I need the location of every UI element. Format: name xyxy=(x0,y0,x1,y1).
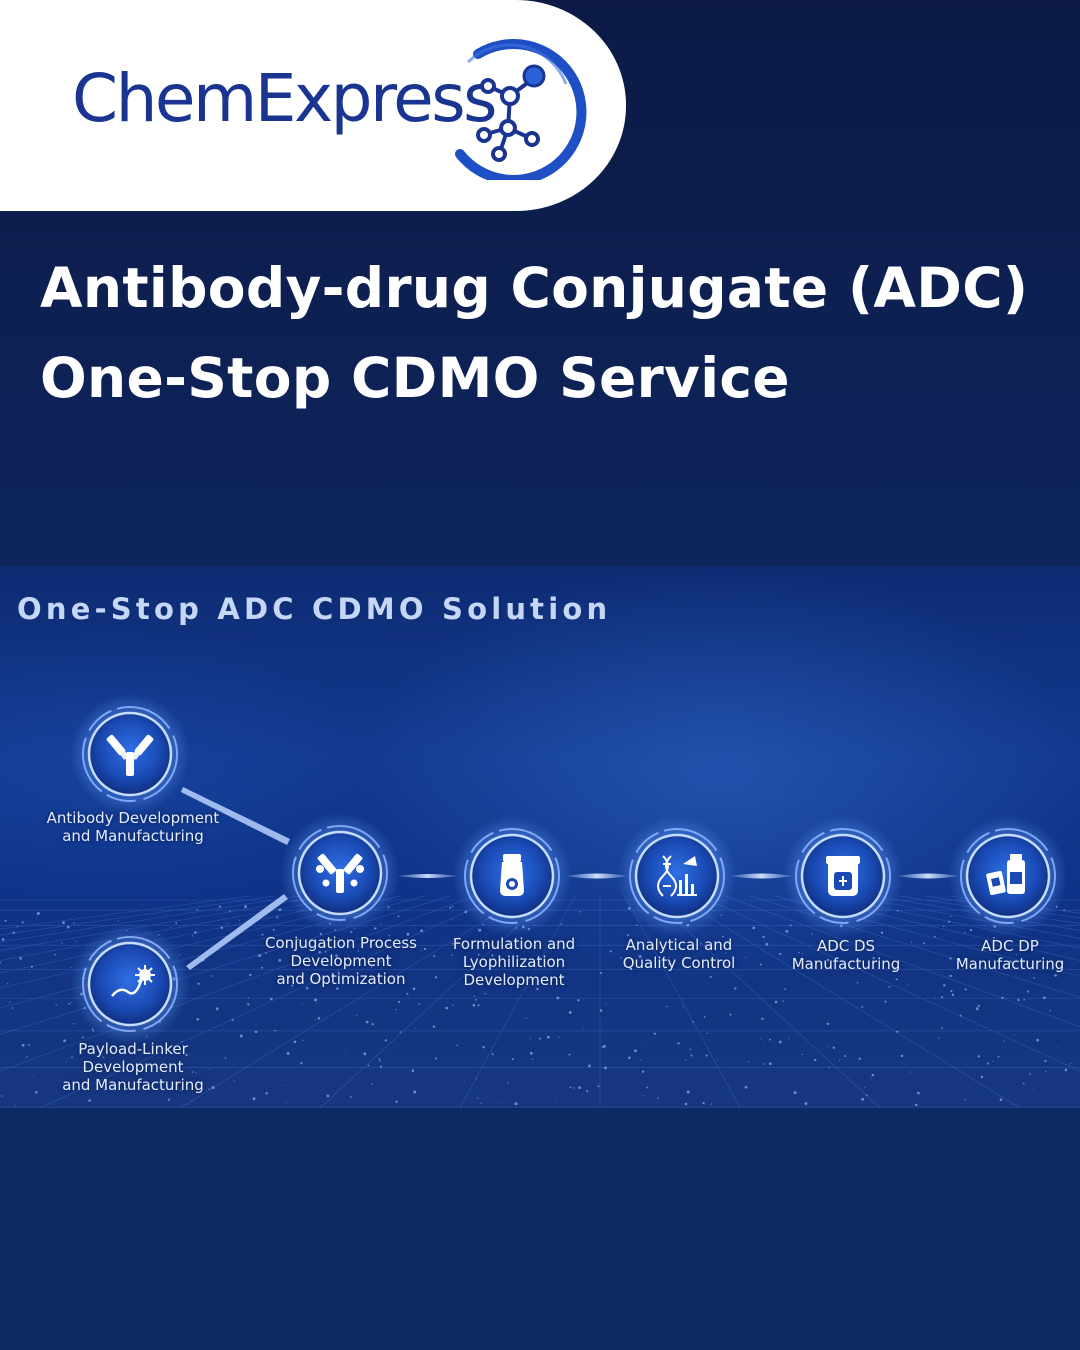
process-diagram xyxy=(70,694,1068,1044)
label-antibody: Antibody Development and Manufacturing xyxy=(46,809,220,845)
molecule-icon xyxy=(455,39,587,180)
node-formulation xyxy=(452,816,572,936)
label-payload-linker: Payload-Linker Development and Manufactu… xyxy=(62,1040,204,1094)
payload-linker-icon xyxy=(111,965,155,997)
connector-4 xyxy=(897,873,959,879)
solution-panel: One-Stop ADC CDMO Solution xyxy=(0,566,1080,1108)
label-formulation: Formulation and Lyophilization Developme… xyxy=(452,935,576,989)
label-analytical: Analytical and Quality Control xyxy=(622,936,736,972)
node-payload-linker xyxy=(70,924,190,1044)
formulation-icon xyxy=(500,854,524,896)
title-line-1: Antibody-drug Conjugate (ADC) xyxy=(40,256,1029,320)
connector-1 xyxy=(397,874,458,878)
label-adc-ds: ADC DS Manufacturing xyxy=(791,937,901,973)
connector-payload xyxy=(186,894,288,970)
node-adc-dp xyxy=(948,816,1068,936)
node-analytical xyxy=(617,816,737,936)
connector-2 xyxy=(566,873,628,879)
ds-container-icon xyxy=(826,856,860,896)
logo-banner: ChemExpress xyxy=(0,0,626,211)
node-adc-ds xyxy=(783,816,903,936)
analytics-icon xyxy=(657,855,697,897)
brand-name: ChemExpress xyxy=(72,60,498,137)
connector-3 xyxy=(730,873,793,879)
label-adc-dp: ADC DP Manufacturing xyxy=(955,937,1065,973)
dp-vial-icon xyxy=(986,854,1025,896)
page-title: Antibody-drug Conjugate (ADC) One-Stop C… xyxy=(40,243,1060,423)
conjugation-icon xyxy=(316,853,364,893)
antibody-icon xyxy=(106,734,154,776)
node-antibody xyxy=(70,694,190,814)
title-line-2: One-Stop CDMO Service xyxy=(40,346,790,410)
solution-title: One-Stop ADC CDMO Solution xyxy=(17,592,612,626)
node-conjugation xyxy=(280,813,400,933)
connector-antibody xyxy=(181,787,290,845)
label-conjugation: Conjugation Process Development and Opti… xyxy=(265,934,417,988)
